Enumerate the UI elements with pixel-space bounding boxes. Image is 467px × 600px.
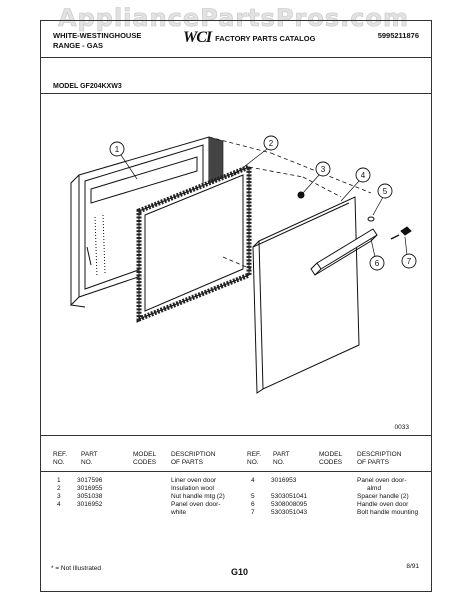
table-row-desc: Liner oven door bbox=[171, 477, 217, 484]
callout-2: 2 bbox=[269, 139, 274, 148]
not-illustrated-note: * = Not Illustrated bbox=[51, 565, 102, 572]
table-row-desc-cont: white bbox=[171, 509, 187, 516]
table-row-desc: Insulation wool bbox=[171, 485, 214, 492]
table-header-divider bbox=[41, 471, 431, 472]
table-row-part: 5303051041 bbox=[271, 493, 308, 500]
header-part-line2: NO. bbox=[81, 459, 93, 466]
table-row-ref: 3 bbox=[57, 493, 61, 500]
product-type: RANGE - GAS bbox=[53, 41, 104, 50]
header-divider bbox=[41, 57, 431, 58]
header-part-line1: PART bbox=[81, 451, 98, 458]
callout-7: 7 bbox=[407, 257, 412, 266]
header-model-right: MODEL CODES bbox=[319, 451, 342, 467]
header-ref-line2: NO. bbox=[53, 459, 65, 466]
header-part-left: PART NO. bbox=[81, 451, 98, 467]
alignment-lines bbox=[208, 136, 372, 270]
handle-spacer-part bbox=[367, 216, 375, 222]
handle-nut-part bbox=[297, 191, 305, 199]
header-ref-line2: NO. bbox=[247, 459, 259, 466]
callout-3: 3 bbox=[321, 165, 326, 174]
door-panel-part bbox=[252, 196, 360, 394]
exploded-parts-diagram: 1 2 3 4 5 6 7 bbox=[70, 135, 417, 394]
header-part-line1: PART bbox=[273, 451, 290, 458]
table-row-ref: 4 bbox=[251, 477, 255, 484]
catalog-number: 5995211876 bbox=[377, 31, 419, 40]
header-part-line2: NO. bbox=[273, 459, 285, 466]
table-row-ref: 7 bbox=[251, 509, 255, 516]
header-desc-line1: DESCRIPTION bbox=[357, 451, 402, 458]
table-row-part: 3016952 bbox=[77, 501, 103, 508]
table-row-desc: Handle oven door bbox=[357, 501, 409, 508]
table-row-part: 3016955 bbox=[77, 485, 103, 492]
header-desc-right: DESCRIPTION OF PARTS bbox=[357, 451, 401, 467]
table-row-ref: 2 bbox=[57, 485, 61, 492]
table-row-part: 5303051043 bbox=[271, 509, 308, 516]
header-catalog-block: WCI FACTORY PARTS CATALOG bbox=[183, 29, 315, 47]
callout-6: 6 bbox=[375, 259, 380, 268]
header-part-right: PART NO. bbox=[273, 451, 290, 467]
header-desc-left: DESCRIPTION OF PARTS bbox=[171, 451, 215, 467]
insulation-part bbox=[136, 163, 252, 323]
table-row-desc: Nut handle mtg (2) bbox=[171, 493, 225, 500]
header-brand-block: WHITE-WESTINGHOUSE RANGE - GAS bbox=[53, 31, 141, 51]
table-row-ref: 4 bbox=[57, 501, 61, 508]
figure-code: 0033 bbox=[394, 424, 409, 431]
catalog-title: FACTORY PARTS CATALOG bbox=[215, 33, 316, 43]
brand-name: WHITE-WESTINGHOUSE bbox=[53, 31, 142, 40]
table-row-part: 3017596 bbox=[77, 477, 103, 484]
table-row-desc: Panel oven door- bbox=[171, 501, 221, 508]
table-row-part: 3016953 bbox=[271, 477, 297, 484]
revision-date: 8/91 bbox=[406, 563, 419, 570]
table-row-desc: Spacer handle (2) bbox=[357, 493, 409, 500]
header-ref-line1: REF. bbox=[247, 451, 262, 458]
callout-5: 5 bbox=[383, 187, 388, 196]
table-row-desc: Panel oven door- bbox=[357, 477, 407, 484]
header-desc-line2: OF PARTS bbox=[171, 459, 203, 466]
wci-logo: WCI bbox=[183, 29, 212, 46]
header-model-line2: CODES bbox=[319, 459, 343, 466]
table-row-desc-cont: almd bbox=[367, 485, 382, 492]
header-model-line1: MODEL bbox=[133, 451, 157, 458]
model-number: MODEL GF204KXW3 bbox=[53, 83, 122, 90]
door-handle-part bbox=[310, 228, 378, 276]
callout-circles bbox=[109, 135, 417, 271]
table-row-part: 5308008095 bbox=[271, 501, 308, 508]
table-row-ref: 1 bbox=[57, 477, 61, 484]
header-ref-right: REF. NO. bbox=[247, 451, 261, 467]
table-row-part: 3051038 bbox=[77, 493, 103, 500]
handle-bolt-part bbox=[390, 226, 412, 240]
header-desc-line1: DESCRIPTION bbox=[171, 451, 216, 458]
header-model-left: MODEL CODES bbox=[133, 451, 156, 467]
header-desc-line2: OF PARTS bbox=[357, 459, 389, 466]
callout-leader-lines bbox=[120, 148, 408, 258]
table-top-divider bbox=[41, 435, 431, 436]
parts-catalog-sheet: WHITE-WESTINGHOUSE RANGE - GAS WCI FACTO… bbox=[40, 20, 432, 592]
model-divider bbox=[41, 93, 431, 94]
header-ref-left: REF. NO. bbox=[53, 451, 67, 467]
watermark-text: AppliancePartsPros.com bbox=[58, 4, 409, 33]
table-row-desc: Bolt handle mounting bbox=[357, 509, 419, 516]
header-model-line2: CODES bbox=[133, 459, 157, 466]
table-row-ref: 5 bbox=[251, 493, 255, 500]
header-model-line1: MODEL bbox=[319, 451, 343, 458]
table-row-ref: 6 bbox=[251, 501, 255, 508]
page-number: G10 bbox=[231, 567, 249, 577]
callout-4: 4 bbox=[361, 171, 366, 180]
header-ref-line1: REF. bbox=[53, 451, 68, 458]
callout-1: 1 bbox=[115, 145, 120, 154]
